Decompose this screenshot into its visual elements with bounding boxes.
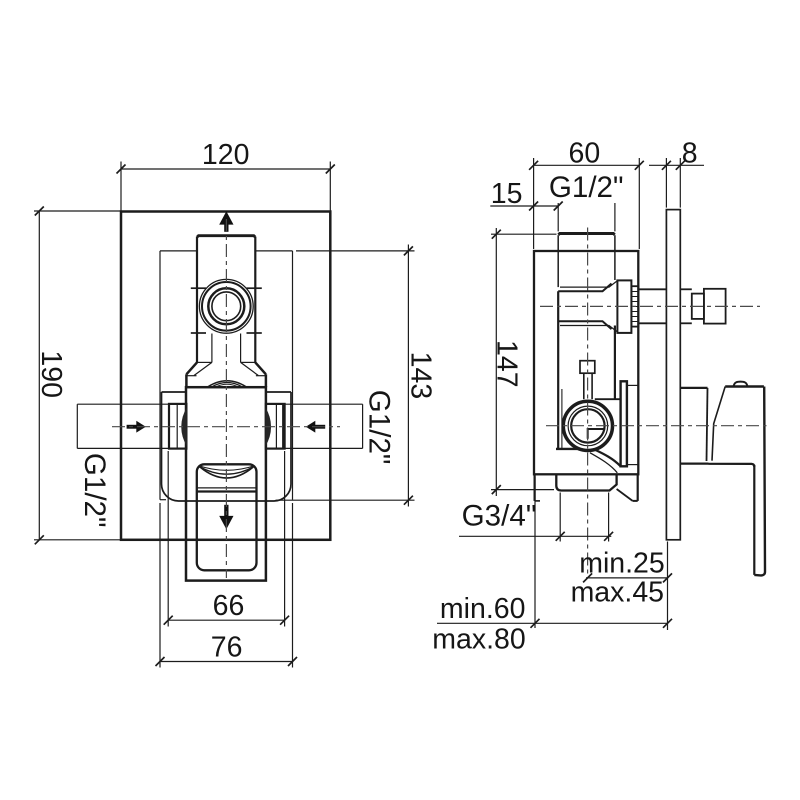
svg-text:G1/2": G1/2" bbox=[549, 171, 624, 204]
svg-text:G1/2": G1/2" bbox=[362, 390, 395, 465]
svg-text:15: 15 bbox=[491, 178, 523, 210]
svg-text:120: 120 bbox=[202, 139, 250, 171]
svg-text:max.80: max.80 bbox=[432, 624, 525, 656]
svg-text:66: 66 bbox=[213, 590, 245, 622]
svg-text:60: 60 bbox=[569, 138, 601, 170]
svg-text:G1/2": G1/2" bbox=[78, 453, 111, 528]
svg-text:max.45: max.45 bbox=[571, 576, 664, 608]
svg-text:min.60: min.60 bbox=[440, 593, 526, 625]
svg-text:8: 8 bbox=[682, 138, 698, 170]
svg-text:G3/4": G3/4" bbox=[462, 500, 537, 533]
svg-text:147: 147 bbox=[491, 340, 523, 388]
svg-text:143: 143 bbox=[405, 352, 437, 400]
svg-text:min.25: min.25 bbox=[579, 548, 665, 580]
svg-text:190: 190 bbox=[35, 350, 67, 398]
svg-text:76: 76 bbox=[211, 632, 243, 664]
